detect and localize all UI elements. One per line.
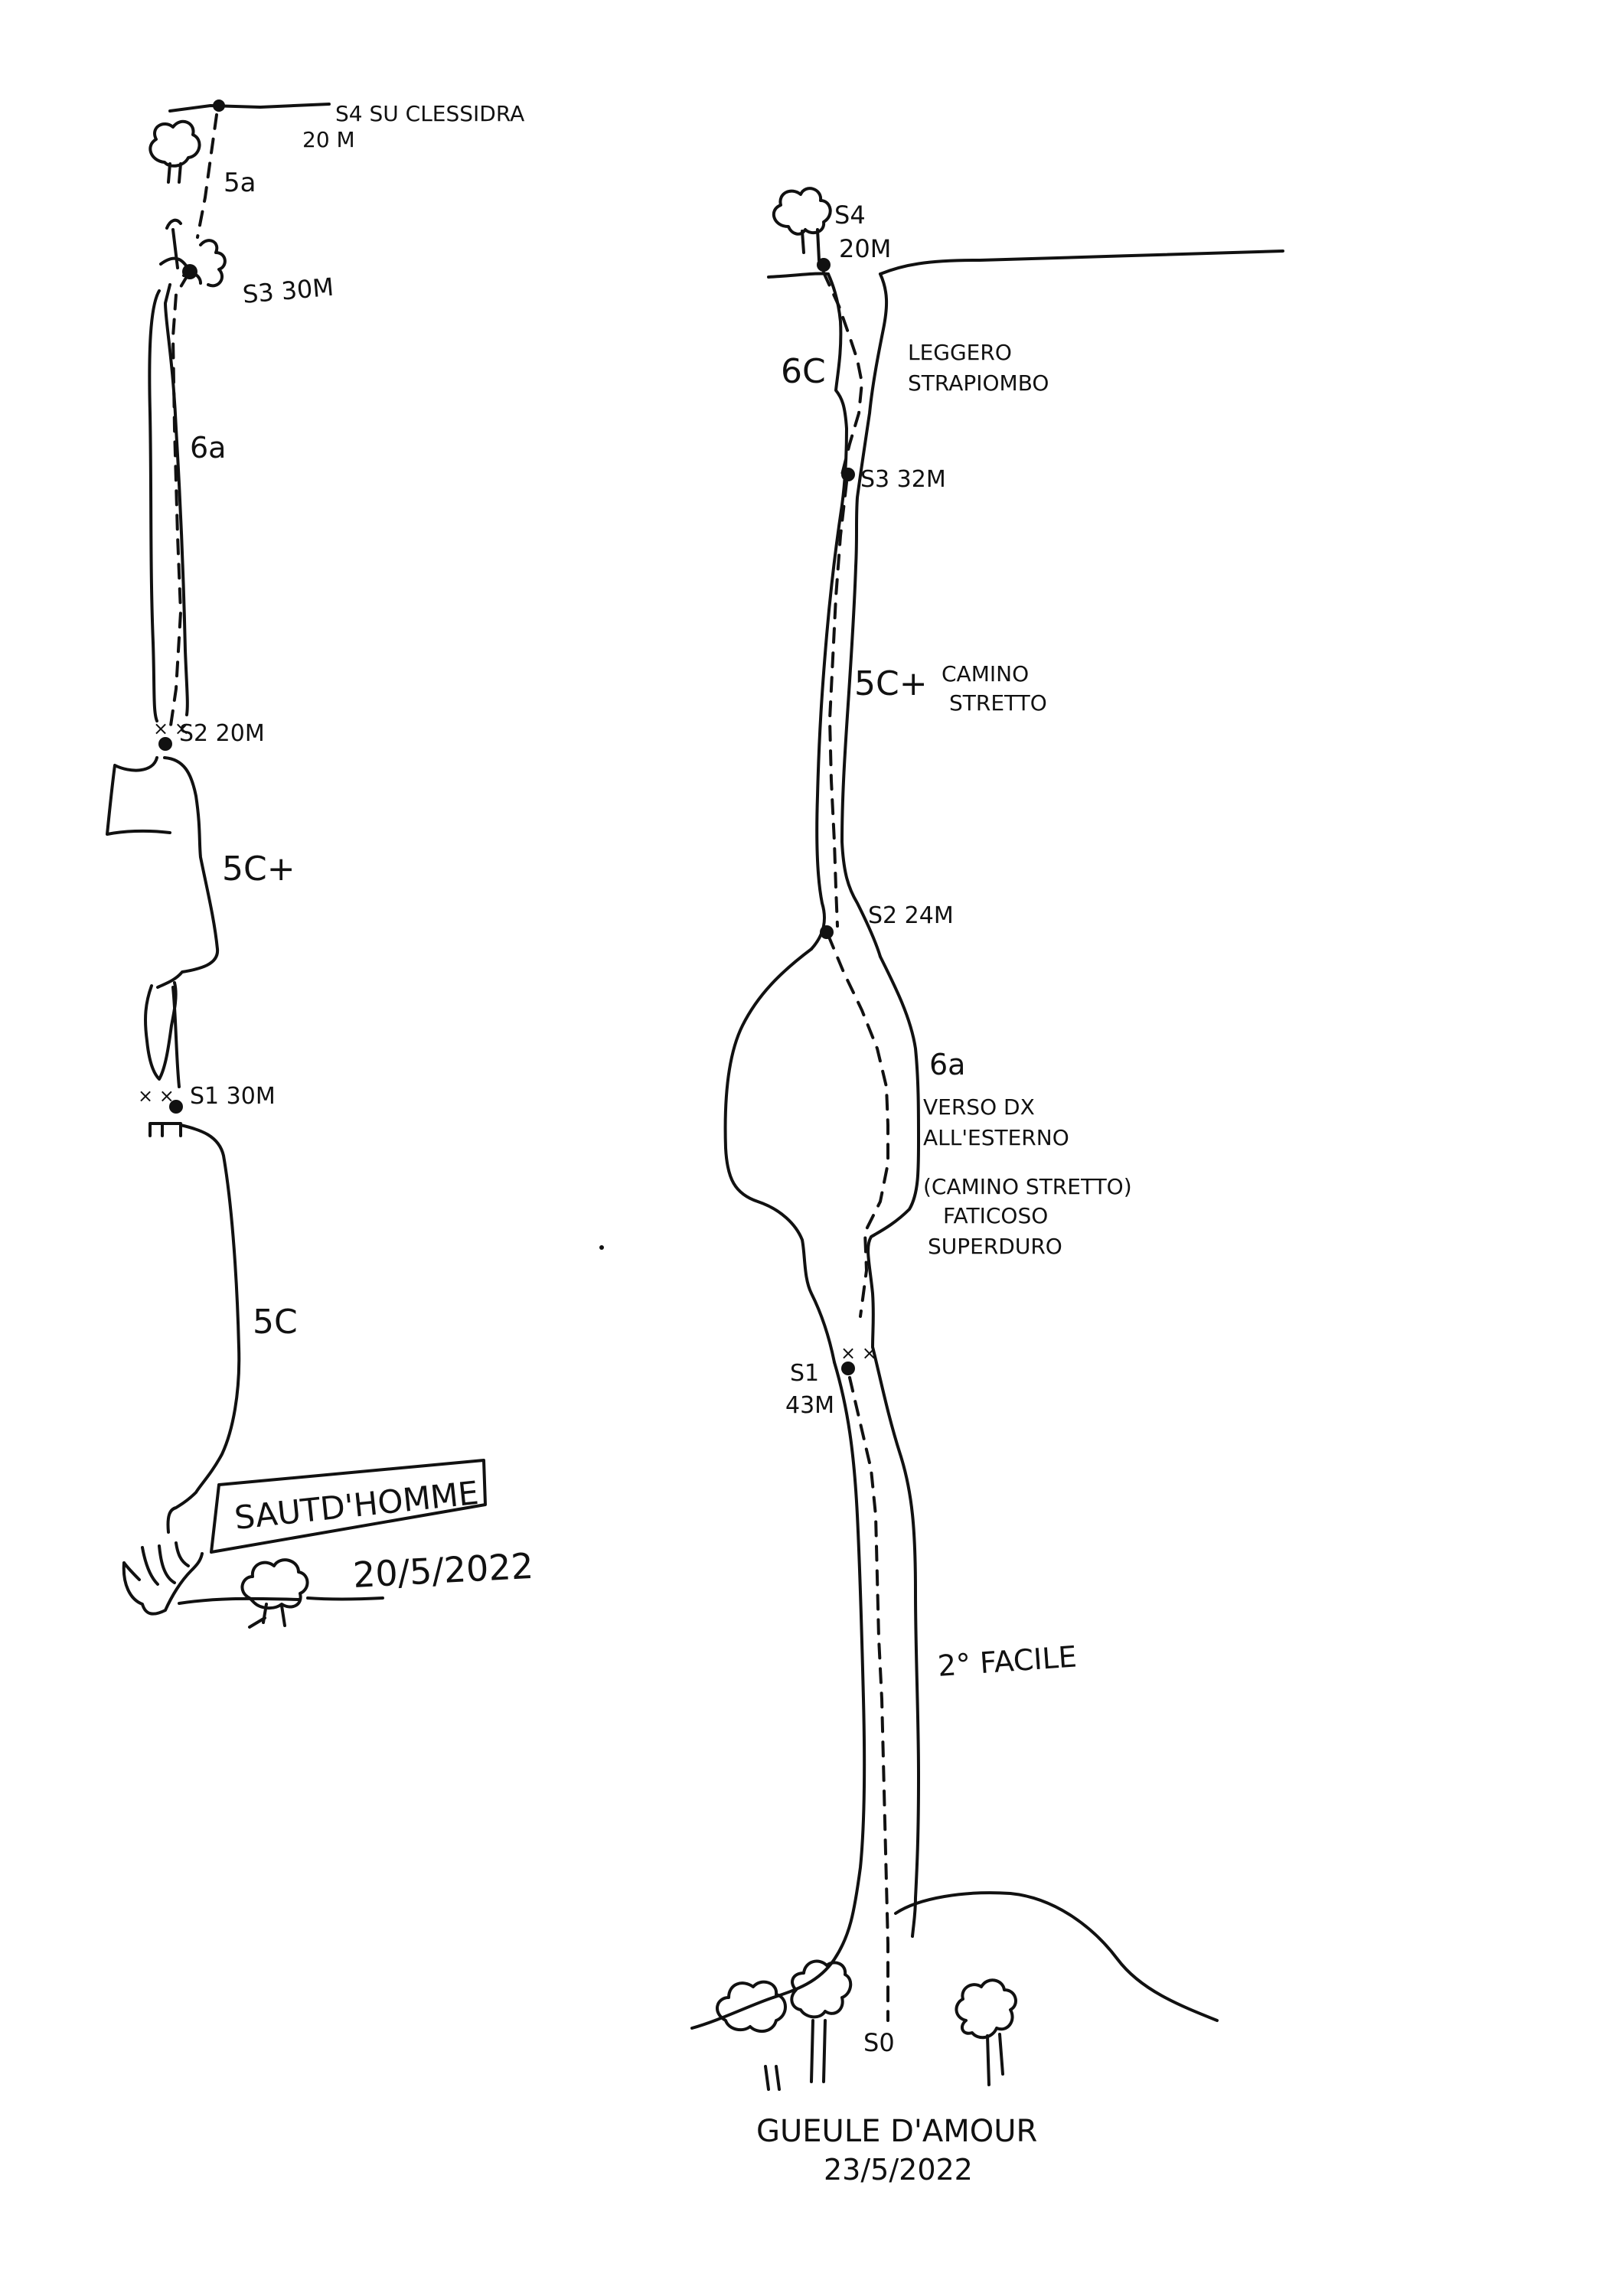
left-top-length-label: 20 M: [302, 127, 355, 152]
left-s3-shrub-icon: [159, 218, 227, 288]
left-mid-wall-left: [106, 756, 171, 836]
left-bottom-tree-icon: [240, 1558, 309, 1629]
right-bottom-tree-right-icon: [955, 1978, 1017, 2086]
right-pitch-2-route: [827, 934, 889, 1318]
right-s1-length: 43M: [785, 1392, 834, 1419]
right-pitch-4-route: [822, 271, 864, 476]
left-grade-3: 6a: [190, 431, 226, 465]
left-date: 20/5/2022: [352, 1545, 534, 1596]
left-s3-belay: [182, 264, 197, 279]
left-pitch-4-route: [196, 113, 218, 239]
left-s1-belay: [169, 1100, 183, 1114]
right-s4-belay: [817, 258, 831, 272]
right-s2-label: S2 24M: [868, 902, 954, 929]
right-s3-belay: [841, 468, 855, 481]
right-note-4-line1: LEGGERO: [908, 340, 1012, 365]
stray-dot: [599, 1245, 604, 1250]
right-s1-bolts-icon: × ×: [840, 1342, 877, 1364]
left-top-tree-icon: [148, 119, 201, 184]
right-bottom-tree-left-icon: [716, 1980, 787, 2091]
left-summit-line: [168, 103, 331, 113]
left-chimney-left-edge: [148, 289, 161, 722]
left-route-name-box: [210, 1459, 487, 1554]
right-pitch-1-route: [848, 1376, 889, 2022]
right-note-3-line1: CAMINO: [942, 661, 1029, 687]
right-top-chimney-right: [840, 272, 889, 958]
left-grade-2: 5C+: [222, 850, 295, 889]
left-s4-belay: [213, 99, 225, 112]
right-note-2-line5: SUPERDURO: [928, 1234, 1062, 1259]
right-grade-2: 6a: [929, 1048, 965, 1081]
left-bottom-shrub-icon: [122, 1541, 204, 1616]
left-s2-bolts-icon: × ×: [153, 718, 190, 739]
right-note-2-line3: (CAMINO STRETTO): [923, 1174, 1132, 1199]
left-s1-ledge-icon: [148, 1122, 182, 1137]
right-couloir-left: [772, 1361, 866, 1999]
left-top-anchor-label: S4 SU CLESSIDRA: [335, 101, 524, 126]
left-bottom-wall: [166, 1124, 241, 1534]
left-mid-wall-right: [156, 756, 220, 989]
left-grade-1: 5C: [253, 1303, 298, 1342]
left-s2-label: S2 20M: [179, 720, 265, 747]
right-s0-label: S0: [863, 2028, 895, 2057]
right-grade-4: 6C: [781, 352, 826, 391]
right-note-4-line2: STRAPIOMBO: [908, 370, 1049, 396]
right-ground-line: [690, 1996, 775, 2030]
left-ground-line-2: [306, 1596, 384, 1601]
left-chimney-right-edge: [164, 283, 189, 716]
right-date: 23/5/2022: [824, 2153, 973, 2187]
right-s2-belay: [820, 925, 834, 939]
right-note-2-line1: VERSO DX: [923, 1094, 1035, 1120]
left-s2-belay: [158, 737, 172, 751]
right-couloir-right: [871, 1345, 920, 1938]
right-summit-line-right: [879, 249, 1284, 276]
left-topo: × × × ×: [106, 99, 487, 1629]
right-note-2-line4: FATICOSO: [943, 1203, 1048, 1228]
right-bulge-left: [723, 947, 836, 1364]
right-route-name: GUEULE D'AMOUR: [756, 2114, 1037, 2149]
right-hill: [894, 1891, 1219, 2022]
right-bottom-tree-mid-icon: [790, 1959, 853, 2083]
right-bulge-right: [866, 955, 920, 1349]
right-pitch-3-route: [827, 481, 848, 928]
right-s4-length: 20M: [839, 234, 891, 263]
right-s4-label: S4: [834, 201, 866, 230]
right-s3-label: S3 32M: [860, 466, 946, 493]
left-lower-block: [144, 981, 181, 1088]
left-ground-line: [178, 1596, 300, 1605]
left-pitch-top-grade: 5a: [224, 168, 256, 198]
left-s1-label: S1 30M: [190, 1083, 276, 1110]
right-top-tree-icon: [772, 187, 832, 262]
right-note-3-line2: STRETTO: [949, 690, 1047, 716]
right-s1-belay: [841, 1362, 855, 1375]
left-pitch-3-route: [168, 272, 190, 732]
right-top-chimney-left: [810, 272, 848, 951]
right-grade-3: 5C+: [854, 664, 928, 703]
right-s1-label: S1: [790, 1360, 819, 1387]
left-s1-bolts-icon: × ×: [138, 1085, 175, 1107]
right-note-2-line2: ALL'ESTERNO: [923, 1125, 1069, 1150]
right-topo: × ×: [690, 187, 1284, 2091]
